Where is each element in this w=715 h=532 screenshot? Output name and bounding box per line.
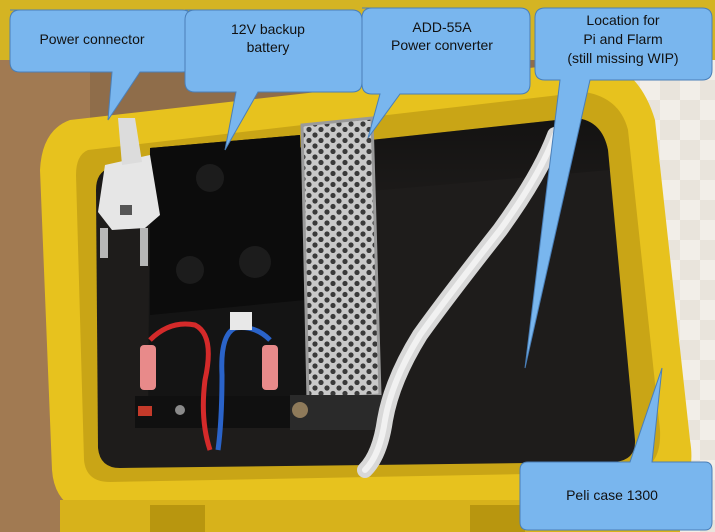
callout-power-connector-line-1: Power connector	[39, 31, 144, 47]
callout-battery-line-1: 12V backup	[231, 21, 305, 37]
battery-wires	[140, 312, 278, 451]
callout-peli-case-line-1: Peli case 1300	[566, 487, 658, 503]
callout-battery: 12V backup battery	[184, 9, 363, 151]
callout-pi-flarm: Location for Pi and Flarm (still missing…	[524, 7, 713, 369]
power-converter	[290, 116, 385, 430]
callout-pi-flarm-line-2: Pi and Flarm	[583, 31, 662, 47]
power-plug	[98, 118, 160, 266]
callout-power-converter-line-1: ADD-55A	[412, 19, 472, 35]
callout-power-connector: Power connector	[9, 9, 193, 121]
callout-battery-line-2: battery	[247, 39, 290, 55]
callout-peli-case: Peli case 1300	[519, 367, 713, 531]
white-cable	[357, 127, 563, 478]
callout-power-converter-line-2: Power converter	[391, 37, 493, 53]
callout-pi-flarm-line-3: (still missing WIP)	[567, 50, 678, 66]
callout-pi-flarm-line-1: Location for	[586, 12, 659, 28]
callout-power-converter: ADD-55A Power converter	[361, 7, 531, 139]
